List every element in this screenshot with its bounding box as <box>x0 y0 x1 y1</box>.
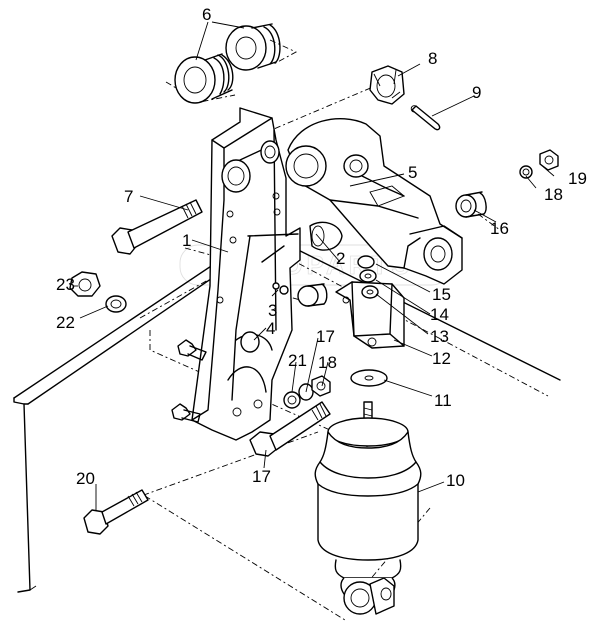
callout-17: 17 <box>252 467 271 486</box>
callout-18-lower: 17 <box>316 327 335 346</box>
callout-10: 10 <box>446 471 465 490</box>
u-bracket <box>335 281 405 349</box>
callout-9: 9 <box>472 83 481 102</box>
washer-left <box>105 295 127 313</box>
callout-12: 12 <box>432 349 451 368</box>
long-bolt <box>111 199 203 255</box>
callout-2: 2 <box>336 249 345 268</box>
callout-18-upper: 18 <box>544 185 563 204</box>
callout-3: 3 <box>268 301 277 320</box>
callout-5: 5 <box>408 163 417 182</box>
callout-4: 4 <box>266 319 275 338</box>
callout-19-upper: 19 <box>568 169 587 188</box>
small-nut-3 <box>272 282 289 295</box>
short-bolts-left <box>171 339 207 423</box>
upper-arm <box>285 117 463 285</box>
bolt-17 <box>249 401 331 457</box>
hex-nut-left <box>69 271 101 297</box>
callout-13: 13 <box>430 327 449 346</box>
leader-lines <box>74 21 555 510</box>
stacked-nuts <box>357 255 379 299</box>
washer-and-nut-upper <box>519 149 559 179</box>
callout-22: 22 <box>56 313 75 332</box>
callout-21: 21 <box>288 351 307 370</box>
air-spring <box>314 401 422 615</box>
callout-7: 7 <box>124 187 133 206</box>
callout-23: 23 <box>56 275 75 294</box>
callout-11: 11 <box>434 391 452 410</box>
callout-14: 14 <box>430 305 449 324</box>
callout-19-lower: 18 <box>318 353 337 372</box>
bushing-pair <box>174 23 281 104</box>
castle-nut <box>369 65 405 105</box>
split-pin <box>410 105 441 131</box>
callout-1: 1 <box>182 231 191 250</box>
callout-numbers: 6 8 9 5 19 18 16 7 1 2 23 22 3 4 15 14 1… <box>56 5 587 490</box>
callout-20: 20 <box>76 469 95 488</box>
callout-16: 16 <box>490 219 509 238</box>
main-bracket <box>191 107 301 441</box>
bracket-pin <box>297 221 343 307</box>
callout-6: 6 <box>202 5 211 24</box>
spring-washer-disc <box>350 369 388 387</box>
callout-8: 8 <box>428 49 437 68</box>
sleeve-bushing <box>455 191 487 218</box>
bolt-20 <box>83 489 149 535</box>
callout-15: 15 <box>432 285 451 304</box>
